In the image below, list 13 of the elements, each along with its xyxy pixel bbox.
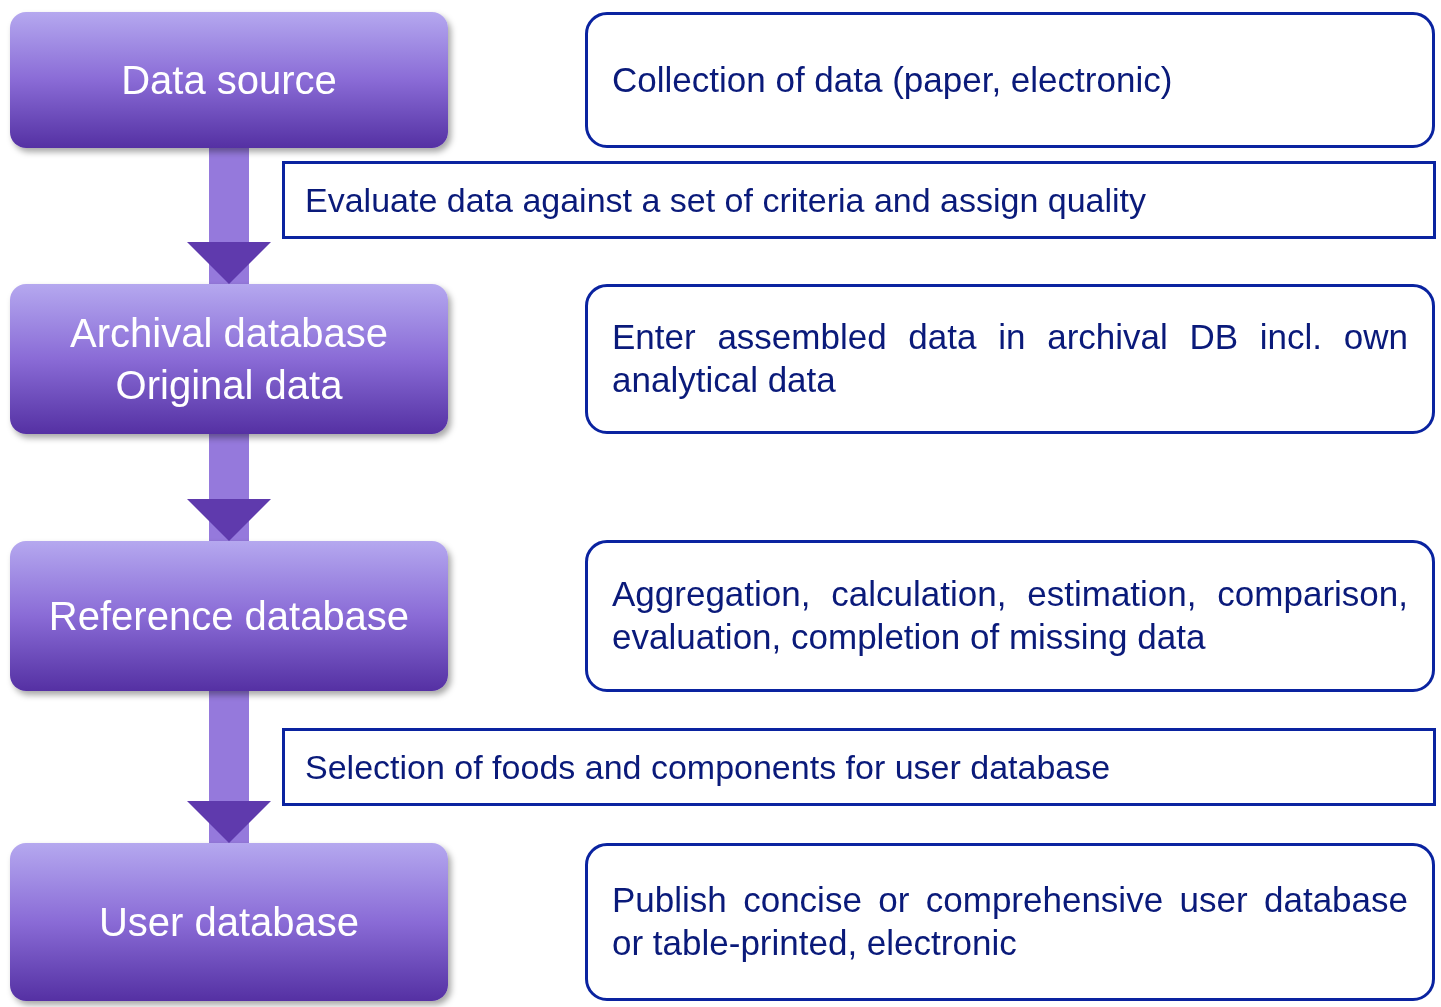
stage-box: Reference database	[10, 541, 448, 691]
block-arrow	[187, 691, 271, 843]
stage-box: Data source	[10, 12, 448, 148]
stage-box: Archival database Original data	[10, 284, 448, 434]
block-arrow	[187, 148, 271, 284]
step-banner: Evaluate data against a set of criteria and assign quality	[282, 161, 1436, 239]
process-box: Aggregation, calculation, estimation, comparison, evaluation, completion of missing data	[585, 540, 1435, 692]
step-banner: Selection of foods and components for user database	[282, 728, 1436, 806]
process-box: Enter assembled data in archival DB incl. own analytical data	[585, 284, 1435, 434]
block-arrow	[187, 434, 271, 541]
process-box: Collection of data (paper, electronic)	[585, 12, 1435, 148]
process-box: Publish concise or comprehensive user database or table-printed, electronic	[585, 843, 1435, 1001]
stage-box: User database	[10, 843, 448, 1001]
